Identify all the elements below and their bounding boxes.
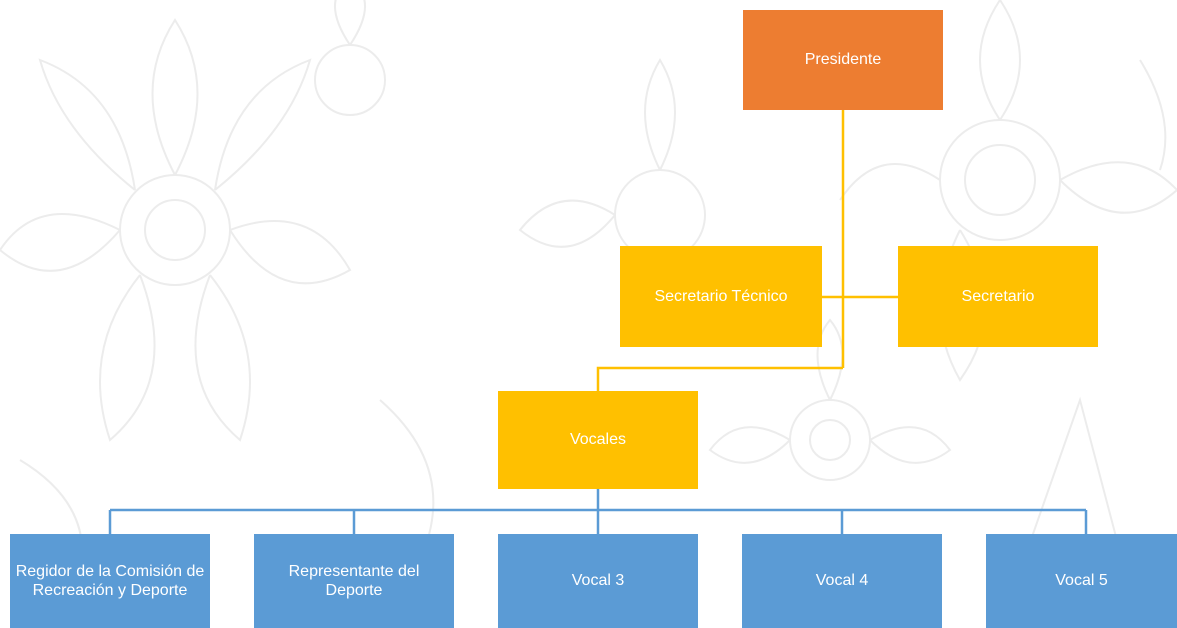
- node-president-label: Presidente: [804, 51, 882, 69]
- node-member-4-label: Vocal 4: [815, 572, 869, 590]
- node-technical-secretary: Secretario Técnico: [620, 246, 822, 347]
- node-secretary-label: Secretario: [961, 287, 1035, 305]
- connector-to-vocales: [596, 366, 843, 391]
- node-member-2-label: Representante del Deporte: [288, 562, 420, 599]
- node-member-1-label: Regidor de la Comisión de Recreación y D…: [15, 562, 205, 599]
- node-vocales: Vocales: [498, 391, 698, 489]
- node-member-3-label: Vocal 3: [571, 572, 625, 590]
- node-member-5: Vocal 5: [986, 534, 1177, 628]
- node-president: Presidente: [743, 10, 943, 110]
- node-member-1: Regidor de la Comisión de Recreación y D…: [10, 534, 210, 628]
- node-member-5-label: Vocal 5: [1055, 572, 1108, 590]
- node-member-3: Vocal 3: [498, 534, 698, 628]
- node-member-4: Vocal 4: [742, 534, 942, 628]
- node-member-2: Representante del Deporte: [254, 534, 454, 628]
- node-vocales-label: Vocales: [569, 431, 627, 449]
- node-secretary: Secretario: [898, 246, 1098, 347]
- node-technical-secretary-label: Secretario Técnico: [654, 287, 788, 305]
